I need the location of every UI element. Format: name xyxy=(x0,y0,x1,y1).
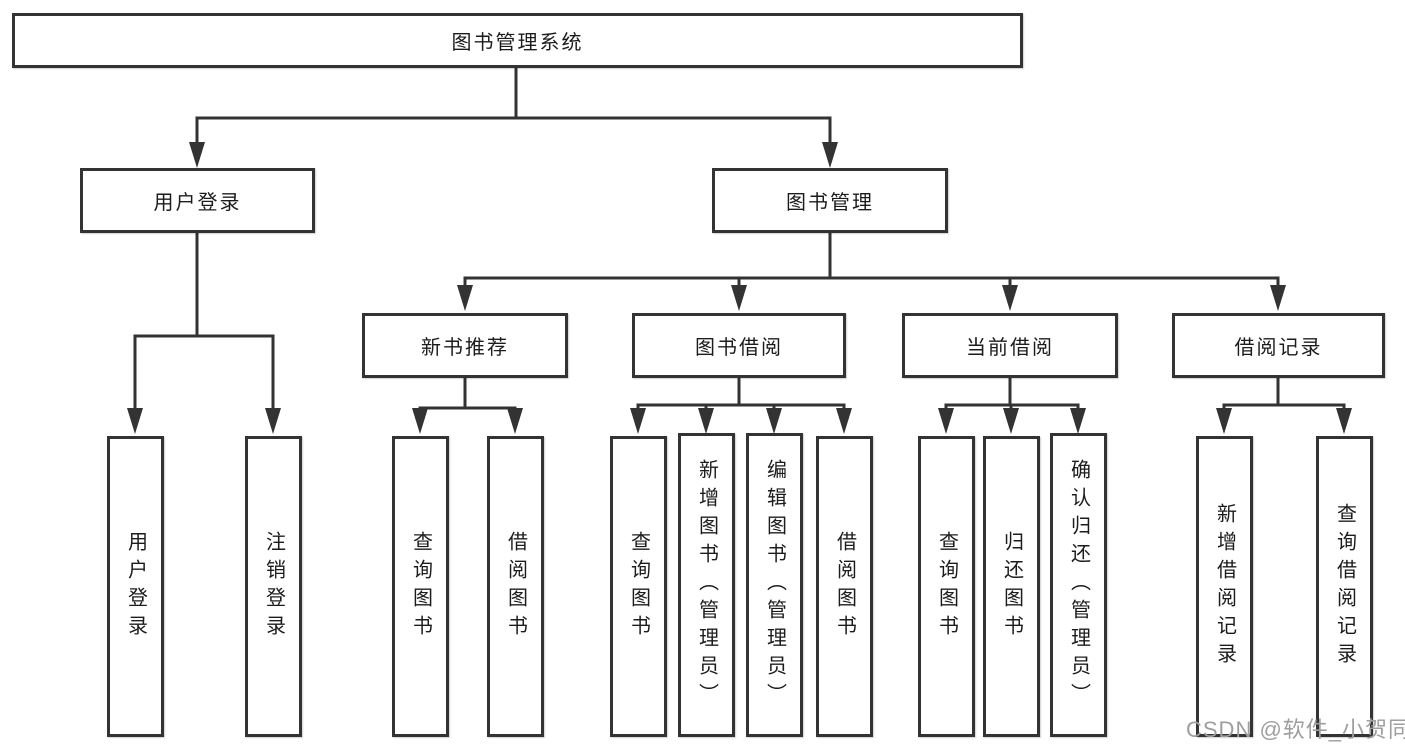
node-new-book-recommend: 新书推荐 xyxy=(362,313,568,378)
leaf-logout-label: 注销登录 xyxy=(262,530,285,643)
node-user-login: 用户登录 xyxy=(80,168,315,233)
arrow-down-icon xyxy=(836,408,852,434)
leaf-logout: 注销登录 xyxy=(245,436,302,737)
leaf-return-book: 归还图书 xyxy=(983,436,1040,737)
leaf-query-book-recommend-label: 查询图书 xyxy=(409,530,432,643)
leaf-user-login-label: 用户登录 xyxy=(124,530,147,643)
connector-book-management-to-level3 xyxy=(457,229,1286,311)
connector-new-book-recommend-to-leaves xyxy=(412,374,523,434)
arrow-down-icon xyxy=(1270,285,1286,311)
leaf-add-borrow-record: 新增借阅记录 xyxy=(1196,436,1253,737)
leaf-edit-book-admin-label: 编辑图书（管理员） xyxy=(763,459,786,711)
leaf-add-book-admin-label: 新增图书（管理员） xyxy=(695,459,718,711)
leaf-return-book-label: 归还图书 xyxy=(1000,530,1023,643)
leaf-add-borrow-record-label: 新增借阅记录 xyxy=(1213,502,1236,671)
node-book-borrow: 图书借阅 xyxy=(632,313,846,378)
connector-book-borrow-to-leaves xyxy=(630,374,852,434)
leaf-borrow-book-recommend-label: 借阅图书 xyxy=(504,530,527,643)
arrow-down-icon xyxy=(1070,408,1086,434)
arrow-down-icon xyxy=(507,408,523,434)
arrow-down-icon xyxy=(127,408,143,434)
leaf-borrow-book: 借阅图书 xyxy=(816,436,873,737)
connector-root-to-level2 xyxy=(189,66,838,168)
connector-user-login-to-leaves xyxy=(127,229,281,434)
leaf-query-book-borrow: 查询图书 xyxy=(610,436,667,737)
arrow-down-icon xyxy=(1003,408,1019,434)
leaf-query-book-borrow-label: 查询图书 xyxy=(627,530,650,643)
arrow-down-icon xyxy=(189,142,205,168)
arrow-down-icon xyxy=(1336,408,1352,434)
arrow-down-icon xyxy=(1216,408,1232,434)
node-library-management-system: 图书管理系统 xyxy=(12,13,1023,68)
node-borrow-records: 借阅记录 xyxy=(1172,313,1385,378)
csdn-watermark: CSDN @软件_小贺同学 xyxy=(1186,717,1405,742)
connector-borrow-records-to-leaves xyxy=(1216,374,1352,434)
arrow-down-icon xyxy=(698,408,714,434)
leaf-query-book-current: 查询图书 xyxy=(918,436,975,737)
node-book-management: 图书管理 xyxy=(712,168,948,233)
leaf-confirm-return-admin-label: 确认归还（管理员） xyxy=(1067,459,1090,711)
arrow-down-icon xyxy=(1002,285,1018,311)
leaf-add-book-admin: 新增图书（管理员） xyxy=(678,433,735,737)
arrow-down-icon xyxy=(822,142,838,168)
leaf-confirm-return-admin: 确认归还（管理员） xyxy=(1050,433,1107,737)
arrow-down-icon xyxy=(766,408,782,434)
leaf-query-book-recommend: 查询图书 xyxy=(392,436,449,737)
arrow-down-icon xyxy=(265,408,281,434)
leaf-edit-book-admin: 编辑图书（管理员） xyxy=(746,433,803,737)
leaf-user-login: 用户登录 xyxy=(107,436,164,737)
arrow-down-icon xyxy=(412,408,428,434)
arrow-down-icon xyxy=(731,285,747,311)
leaf-query-borrow-record: 查询借阅记录 xyxy=(1316,436,1373,737)
arrow-down-icon xyxy=(457,285,473,311)
arrow-down-icon xyxy=(630,408,646,434)
leaf-borrow-book-recommend: 借阅图书 xyxy=(487,436,544,737)
node-current-borrow: 当前借阅 xyxy=(902,313,1118,378)
connector-current-borrow-to-leaves xyxy=(938,374,1086,434)
leaf-query-book-current-label: 查询图书 xyxy=(935,530,958,643)
leaf-query-borrow-record-label: 查询借阅记录 xyxy=(1333,502,1356,671)
leaf-borrow-book-label: 借阅图书 xyxy=(833,530,856,643)
arrow-down-icon xyxy=(938,408,954,434)
